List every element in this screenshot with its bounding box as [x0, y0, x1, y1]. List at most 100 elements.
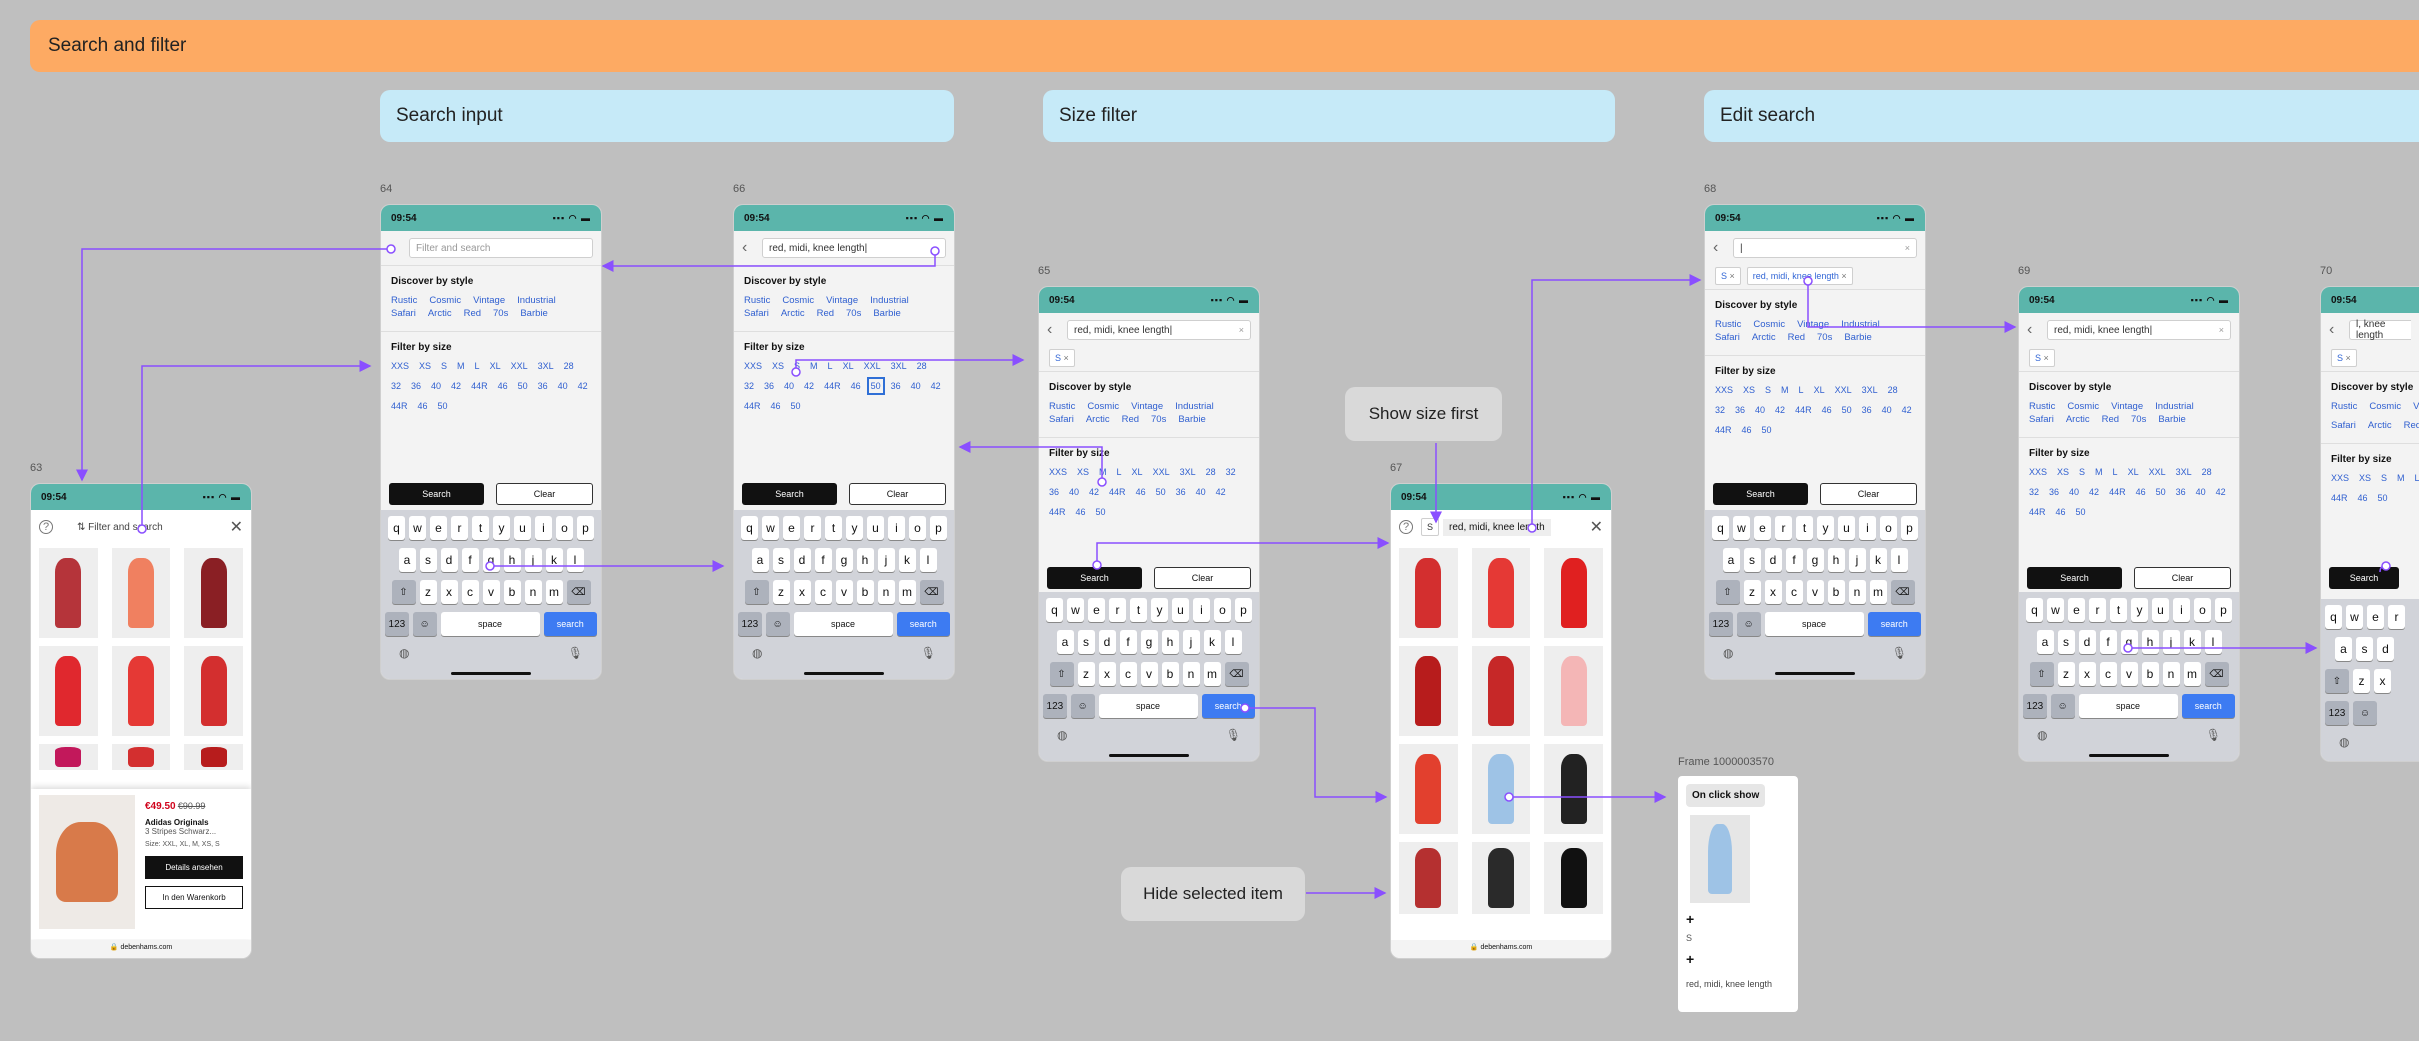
size-option[interactable]: M [1781, 385, 1789, 395]
style-link[interactable]: Red [463, 308, 482, 319]
style-link[interactable]: Barbie [873, 308, 901, 319]
key[interactable]: w [2346, 605, 2363, 629]
style-link[interactable]: Red [2403, 420, 2419, 431]
backspace-key[interactable]: ⌫ [1224, 662, 1249, 686]
details-button[interactable]: Details ansehen [145, 856, 243, 879]
search-button[interactable]: Search [389, 483, 484, 505]
globe-icon[interactable]: ◍ [2339, 735, 2350, 749]
key[interactable]: s [1743, 548, 1761, 572]
size-option[interactable]: L [2112, 467, 2118, 477]
key[interactable]: m [545, 580, 563, 604]
key[interactable]: q [388, 516, 405, 540]
search-button[interactable]: Search [2027, 567, 2122, 589]
key[interactable]: b [503, 580, 521, 604]
size-option[interactable]: 50 [2155, 487, 2166, 497]
shift-key[interactable]: ⇧ [2029, 662, 2054, 686]
product-tile[interactable] [39, 548, 98, 638]
key[interactable]: r [2089, 598, 2106, 622]
size-option[interactable]: 46 [417, 401, 428, 411]
backspace-key[interactable]: ⌫ [2204, 662, 2229, 686]
style-link[interactable]: Arctic [1085, 414, 1110, 425]
key[interactable]: o [909, 516, 926, 540]
globe-icon[interactable]: ◍ [1057, 728, 1068, 742]
key[interactable]: m [1203, 662, 1221, 686]
key[interactable]: u [514, 516, 531, 540]
size-option[interactable]: XXL [1834, 385, 1852, 395]
style-link[interactable]: Safari [2029, 414, 2054, 425]
size-option[interactable]: XXS [2331, 473, 2350, 483]
search-key[interactable]: search [1867, 612, 1922, 636]
space-key[interactable]: space [2078, 694, 2178, 718]
size-option[interactable]: XXS [391, 361, 410, 371]
key[interactable]: x [2374, 669, 2391, 693]
clear-icon[interactable]: × [1904, 243, 1910, 253]
key[interactable]: n [1182, 662, 1200, 686]
size-option[interactable]: 40 [1881, 405, 1892, 415]
key[interactable]: u [1838, 516, 1855, 540]
style-link[interactable]: Barbie [1178, 414, 1206, 425]
key[interactable]: q [2026, 598, 2043, 622]
space-key[interactable]: space [1764, 612, 1864, 636]
size-option[interactable]: 36 [764, 381, 775, 391]
size-option[interactable]: XS [2359, 473, 2372, 483]
size-option[interactable]: 36 [890, 381, 901, 391]
clear-button[interactable]: Clear [849, 483, 946, 505]
key[interactable]: r [1109, 598, 1126, 622]
style-link[interactable]: Arctic [2065, 414, 2090, 425]
key[interactable]: j [1848, 548, 1866, 572]
backspace-key[interactable]: ⌫ [919, 580, 944, 604]
size-option[interactable]: 44R [2331, 493, 2348, 503]
search-button[interactable]: Search [1047, 567, 1142, 589]
add-icon[interactable]: + [1686, 951, 1695, 967]
search-input[interactable]: red, midi, knee length|× [2047, 320, 2231, 340]
search-input[interactable]: red, midi, knee length| [762, 238, 946, 258]
style-link[interactable]: Arctic [2367, 420, 2392, 431]
size-option[interactable]: XS [2057, 467, 2070, 477]
back-icon[interactable]: ‹ [2027, 321, 2033, 338]
key[interactable]: h [1161, 630, 1179, 654]
emoji-key[interactable]: ☺ [1736, 612, 1761, 636]
size-option[interactable]: XXS [1715, 385, 1734, 395]
key[interactable]: a [751, 548, 769, 572]
size-option[interactable]: M [2397, 473, 2405, 483]
style-link[interactable]: Safari [744, 308, 769, 319]
product-tile[interactable] [111, 744, 171, 770]
emoji-key[interactable]: ☺ [412, 612, 437, 636]
size-option[interactable]: 50 [2075, 507, 2086, 517]
key[interactable]: b [1161, 662, 1179, 686]
style-link[interactable]: Industrial [1841, 319, 1880, 330]
close-icon[interactable]: ✕ [229, 519, 243, 536]
space-key[interactable]: space [793, 612, 893, 636]
size-option[interactable]: 50 [1095, 507, 1106, 517]
key[interactable]: e [2068, 598, 2085, 622]
key[interactable]: t [825, 516, 842, 540]
size-option[interactable]: XXS [744, 361, 763, 371]
key[interactable]: w [1067, 598, 1084, 622]
style-link[interactable]: Safari [1049, 414, 1074, 425]
key[interactable]: h [856, 548, 874, 572]
key[interactable]: s [1077, 630, 1095, 654]
style-link[interactable]: Red [1787, 332, 1806, 343]
key[interactable]: u [2152, 598, 2169, 622]
key[interactable]: k [898, 548, 916, 572]
add-to-cart-button[interactable]: In den Warenkorb [145, 886, 243, 909]
chip-remove-icon[interactable]: × [1063, 353, 1069, 363]
size-option[interactable]: 44R [1715, 425, 1732, 435]
key[interactable]: d [1098, 630, 1116, 654]
key[interactable]: m [1869, 580, 1887, 604]
chip-remove-icon[interactable]: × [1841, 271, 1847, 281]
key[interactable]: n [524, 580, 542, 604]
search-input[interactable]: l, knee length [2349, 319, 2411, 341]
key[interactable]: x [1098, 662, 1116, 686]
product-tile[interactable] [1399, 842, 1458, 914]
key[interactable]: w [2047, 598, 2064, 622]
style-link[interactable]: Barbie [520, 308, 548, 319]
key[interactable]: r [1775, 516, 1792, 540]
search-key[interactable]: search [896, 612, 951, 636]
chip-remove-icon[interactable]: × [2345, 353, 2351, 363]
key[interactable]: g [1806, 548, 1824, 572]
help-icon[interactable]: ? [1399, 520, 1413, 534]
key[interactable]: j [877, 548, 895, 572]
size-option[interactable]: 42 [930, 381, 941, 391]
style-link[interactable]: Red [1121, 414, 1140, 425]
